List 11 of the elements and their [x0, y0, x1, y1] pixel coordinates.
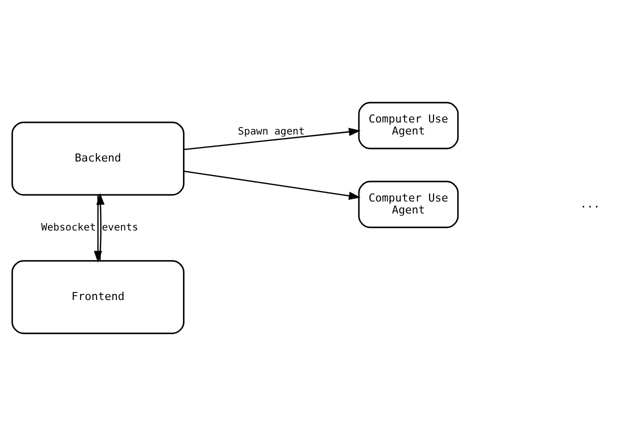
node-box: Computer Use Agent — [358, 102, 459, 150]
arrow — [184, 170, 361, 200]
edge-label: Websocket events — [41, 222, 138, 234]
node-box: Frontend — [11, 260, 184, 334]
edge-label: Spawn agent — [238, 126, 305, 138]
node-box: Backend — [11, 122, 184, 196]
arrow — [94, 195, 102, 263]
node-box: Computer Use Agent — [358, 180, 459, 228]
arrow — [96, 193, 105, 261]
label: ... — [580, 197, 600, 210]
arrow — [184, 128, 361, 150]
